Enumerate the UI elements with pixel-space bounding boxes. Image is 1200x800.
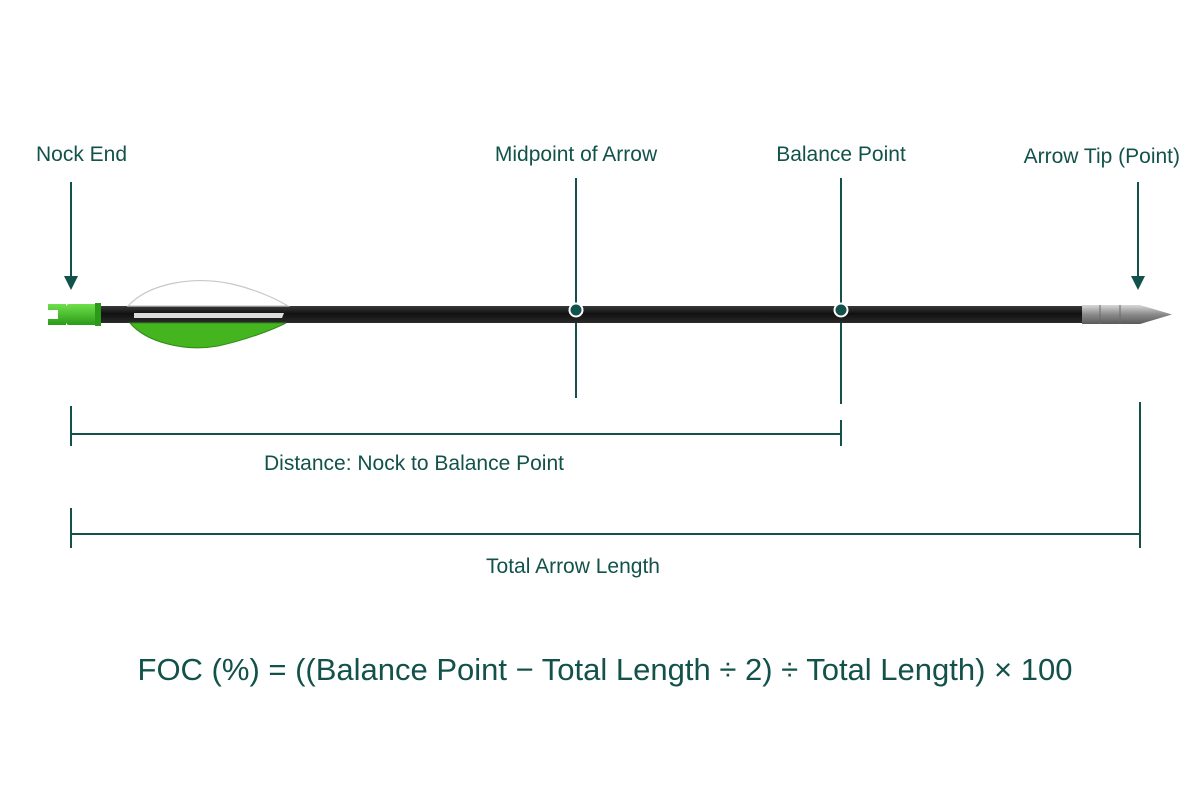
foc-formula: FOC (%) = ((Balance Point − Total Length… <box>137 652 1073 687</box>
distance-label: Distance: Nock to Balance Point <box>264 452 564 475</box>
green-vane <box>128 322 287 349</box>
nock <box>48 303 101 326</box>
distance-bracket <box>70 406 842 446</box>
nock-end-arrow-down-icon <box>64 182 78 290</box>
midpoint-label: Midpoint of Arrow <box>494 143 658 166</box>
balance-point-marker-icon <box>833 302 849 318</box>
white-vane <box>126 280 291 307</box>
arrow-illustration <box>48 280 1172 349</box>
nock-end-label: Nock End <box>36 143 128 166</box>
balance-point-label: Balance Point <box>776 143 906 166</box>
total-length-label: Total Arrow Length <box>486 555 660 578</box>
arrow-point <box>1082 305 1172 324</box>
midpoint-marker-icon <box>568 302 584 318</box>
total-length-bracket <box>70 402 1141 548</box>
arrow-tip-arrow-down-icon <box>1131 182 1145 290</box>
arrow-tip-label: Arrow Tip (Point) <box>1023 145 1180 168</box>
